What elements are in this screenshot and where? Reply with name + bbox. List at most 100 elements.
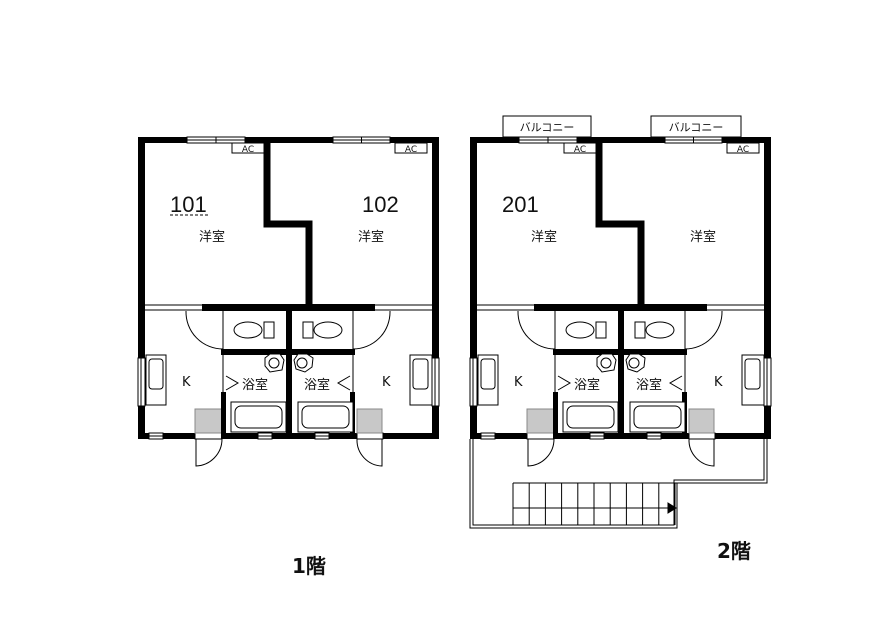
partition-wall (534, 304, 707, 311)
bath-wall-left (553, 392, 558, 439)
bath-door-icon (557, 375, 571, 391)
kitchen-counter-icon (477, 354, 499, 406)
floor-1-plan: AC AC 101 102 洋室 洋室 K K 浴室 浴室 (137, 136, 440, 467)
kitchen-sink-icon (412, 358, 429, 390)
kitchen-counter-icon (409, 354, 433, 406)
western-room-label: 洋室 (358, 229, 384, 245)
bath-wall-left (221, 392, 226, 439)
partition-wall (202, 304, 375, 311)
party-wall (595, 140, 645, 307)
basin-bowl-icon (600, 357, 612, 369)
toilet-tank-icon (634, 321, 646, 339)
kitchen-label: K (514, 375, 523, 390)
toilet-door-swing (185, 310, 224, 350)
bathtub-basin-icon (566, 405, 615, 429)
basin-bowl-icon (268, 357, 280, 369)
corridor-outline-inner (472, 439, 765, 526)
outer-wall-left (138, 137, 145, 439)
bath-label: 浴室 (636, 377, 662, 393)
toilet-bowl-icon (313, 321, 343, 339)
bath-door-icon (337, 375, 351, 391)
outer-wall-top (470, 137, 770, 143)
wash-basin-icon (596, 353, 617, 373)
center-wall (618, 311, 624, 439)
kitchen-label: K (714, 375, 723, 390)
corridor-outline (469, 439, 768, 529)
entrance-floor (688, 408, 715, 434)
outer-wall-right (764, 137, 771, 439)
bathtub-icon (230, 401, 287, 433)
floor-2-label: 2階 (717, 539, 751, 563)
bath-top-wall (553, 349, 687, 355)
kitchen-label: K (182, 375, 191, 390)
kitchen-sink-icon (148, 358, 164, 390)
kitchen-sink-icon (480, 358, 496, 390)
ac-unit (394, 142, 428, 154)
wash-basin-icon (625, 353, 646, 373)
western-room-label: 洋室 (199, 229, 225, 245)
ac-label: AC (405, 145, 417, 155)
bath-label: 浴室 (574, 377, 600, 393)
ac-label: AC (737, 145, 749, 155)
kitchen-counter-icon (741, 354, 765, 406)
unit-number: 201 (502, 192, 539, 217)
toilet-bowl-icon (565, 321, 595, 339)
bathtub-basin-icon (633, 405, 682, 429)
toilet-tank-icon (595, 321, 607, 339)
ac-label: AC (242, 145, 254, 155)
western-room-label: 洋室 (531, 229, 557, 245)
bath-label: 浴室 (304, 377, 330, 393)
bath-door-icon (225, 375, 239, 391)
outer-wall-top (138, 137, 438, 143)
toilet-tank-icon (302, 321, 314, 339)
kitchen-counter-icon (145, 354, 167, 406)
bath-top-wall (221, 349, 355, 355)
entrance-door-swing (527, 438, 555, 467)
arrow-head-icon (667, 502, 677, 514)
entrance-door-swing (688, 438, 715, 467)
toilet-door-swing (684, 310, 723, 350)
entrance-door-opening (526, 432, 555, 440)
entrance-door-opening (688, 432, 716, 440)
ac-unit (726, 142, 760, 154)
bathtub-icon (562, 401, 619, 433)
bathtub-icon (297, 401, 354, 433)
toilet-bowl-icon (645, 321, 675, 339)
entrance-door-opening (194, 432, 223, 440)
bathtub-basin-icon (301, 405, 350, 429)
party-wall (263, 140, 313, 307)
entrance-door-opening (356, 432, 384, 440)
floor-2-plan: AC AC 201 洋室 洋室 K K 浴室 浴室 バルコニー バルコニー (469, 115, 772, 529)
balcony-label: バルコニー (520, 121, 575, 134)
toilet-door-swing (517, 310, 556, 350)
bath-label: 浴室 (242, 377, 268, 393)
wash-basin-icon (293, 353, 314, 373)
toilet-bowl-icon (233, 321, 263, 339)
unit-number: 101 (170, 192, 207, 217)
entrance-floor (194, 408, 223, 434)
western-room-label: 洋室 (690, 229, 716, 245)
center-wall (286, 311, 292, 439)
outer-wall-left (470, 137, 477, 439)
entrance-floor (356, 408, 383, 434)
kitchen-sink-icon (744, 358, 761, 390)
bathtub-basin-icon (234, 405, 283, 429)
basin-bowl-icon (628, 357, 640, 369)
toilet-door-swing (352, 310, 391, 350)
toilet-tank-icon (263, 321, 275, 339)
balcony (502, 115, 592, 138)
outer-wall-right (432, 137, 439, 439)
ac-label: AC (574, 145, 586, 155)
balcony (650, 115, 742, 138)
bath-door-icon (669, 375, 683, 391)
wash-basin-icon (264, 353, 285, 373)
unit-number: 102 (362, 192, 399, 217)
entrance-door-swing (195, 438, 223, 467)
entrance-floor (526, 408, 555, 434)
kitchen-label: K (382, 375, 391, 390)
basin-bowl-icon (296, 357, 308, 369)
entrance-door-swing (356, 438, 383, 467)
floor-1-label: 1階 (292, 554, 326, 578)
balcony-label: バルコニー (669, 121, 724, 134)
